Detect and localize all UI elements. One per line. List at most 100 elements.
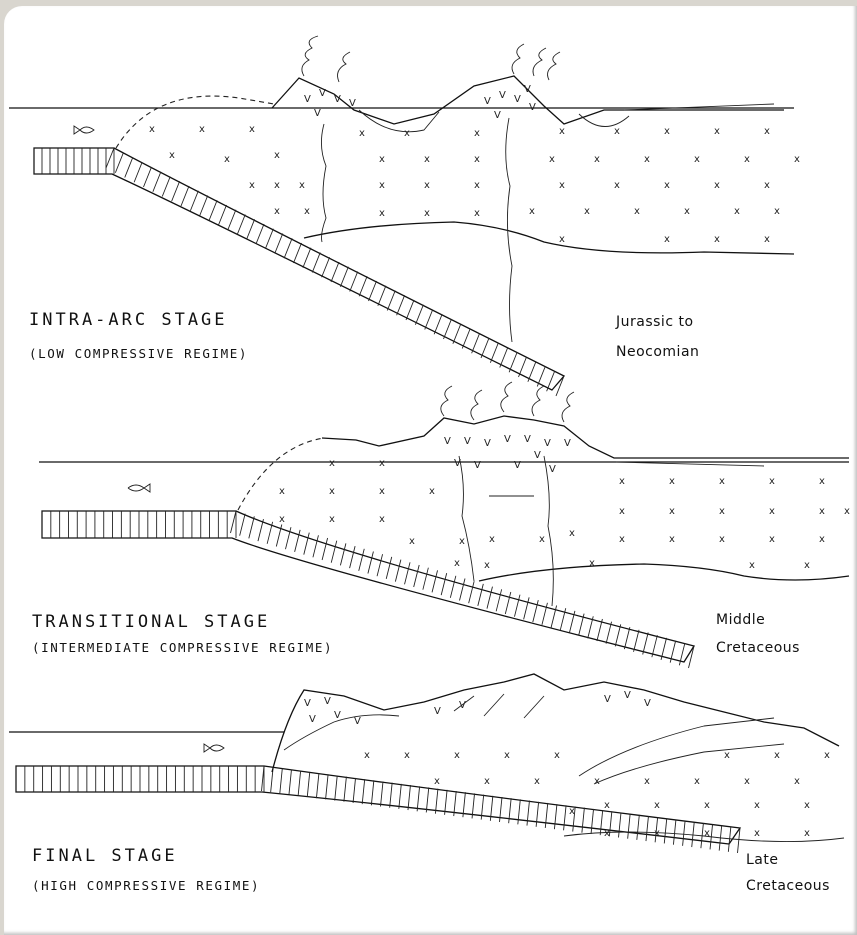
volcanic-v-mark: V: [624, 690, 631, 701]
slab-hatch-line: [362, 779, 365, 804]
crust-x-mark: x: [614, 180, 620, 191]
volcanic-v-mark: V: [514, 460, 521, 471]
slab-hatch-line: [359, 549, 365, 571]
slab-hatch-line: [545, 803, 548, 828]
slab-hatch-line: [462, 329, 470, 349]
crust-x-mark: x: [794, 776, 800, 787]
slab-hatch-line: [294, 243, 302, 263]
slab-hatch-line: [335, 776, 338, 801]
crust-x-mark: x: [304, 206, 310, 217]
slab-hatch-line: [284, 238, 292, 258]
slab-hatch-line: [646, 816, 649, 841]
crust-x-mark: x: [424, 154, 430, 165]
slab-hatch-line: [190, 191, 198, 211]
crust-x-mark: x: [684, 206, 690, 217]
crust-x-mark: x: [224, 154, 230, 165]
arc-dashed-boundary: [116, 96, 274, 148]
slab-hatch-line: [519, 357, 527, 377]
thrust-fault: [284, 715, 399, 750]
crust-x-mark: x: [569, 806, 575, 817]
crust-x-mark: x: [559, 234, 565, 245]
crust-x-mark: x: [249, 180, 255, 191]
slab-hatch-line: [397, 295, 405, 315]
crust-x-mark: x: [474, 128, 480, 139]
slab-hatch-line: [313, 535, 319, 557]
crust-x-mark: x: [719, 534, 725, 545]
slab-hatch-line: [344, 777, 347, 802]
slab-hatch-line: [673, 820, 676, 845]
slab-hatch-line: [395, 560, 401, 582]
slab-hatch-line: [312, 253, 320, 273]
crust-x-mark: x: [769, 534, 775, 545]
slab-hatch-line: [258, 519, 264, 541]
crust-x-mark: x: [559, 180, 565, 191]
slab-hatch-line: [331, 262, 339, 282]
slab-hatch-line: [414, 565, 420, 587]
slab-hatch-line: [340, 543, 346, 565]
crust-x-mark: x: [794, 154, 800, 165]
panel-3-age-line-2: Cretaceous: [746, 878, 830, 894]
panel-2-title: TRANSITIONAL STAGE: [32, 612, 270, 632]
slab-hatch-line: [514, 595, 520, 617]
slab-hatch-line: [390, 783, 393, 808]
crust-x-mark: x: [329, 486, 335, 497]
crust-x-mark: x: [744, 776, 750, 787]
slab-hatch-line: [386, 557, 392, 579]
crust-x-mark: x: [589, 558, 595, 569]
volcanic-plume-icon: [548, 52, 560, 80]
arc-topography: [322, 416, 849, 458]
crust-x-mark: x: [569, 528, 575, 539]
crust-x-mark: x: [149, 124, 155, 135]
slab-hatch-line: [209, 200, 217, 220]
volcanic-v-mark: V: [484, 438, 491, 449]
volcanic-plume-icon: [562, 392, 574, 422]
volcanic-plume-icon: [302, 36, 318, 76]
crust-x-pattern: xxxxxxxxxxxxxxxxxxxxxxxxxxxxxxxxxxx: [279, 458, 850, 571]
volcanic-v-mark: V: [494, 110, 501, 121]
slab-hatch-line: [408, 785, 411, 810]
volcanic-v-mark: V: [444, 436, 451, 447]
crust-x-mark: x: [274, 150, 280, 161]
slab-hatch-line: [600, 810, 603, 835]
slab-hatch-line: [527, 801, 530, 826]
slab-hatch-line: [556, 376, 564, 396]
crust-x-mark: x: [434, 776, 440, 787]
slab-hatch-line: [378, 286, 386, 306]
slab-hatch-line: [353, 778, 356, 803]
slab-hatch-line: [377, 554, 383, 576]
crust-x-mark: x: [594, 776, 600, 787]
slab-hatch-line: [417, 786, 420, 811]
crust-x-mark: x: [694, 776, 700, 787]
volcanic-v-mark: V: [464, 436, 471, 447]
slab-hatch-line: [606, 622, 612, 644]
volcanic-v-pattern: VVVVVVVVVV: [304, 690, 651, 727]
slab-hatch-line: [200, 196, 208, 216]
slab-hatch-line: [219, 205, 227, 225]
crust-x-mark: x: [804, 828, 810, 839]
crust-x-mark: x: [279, 486, 285, 497]
volcanic-v-mark: V: [454, 458, 461, 469]
crust-x-mark: x: [529, 206, 535, 217]
crust-x-mark: x: [274, 206, 280, 217]
crust-x-mark: x: [764, 126, 770, 137]
crust-x-mark: x: [359, 128, 365, 139]
crust-x-mark: x: [549, 154, 555, 165]
slab-hatch-line: [472, 333, 480, 353]
crust-x-mark: x: [844, 506, 850, 517]
slab-hatch-line: [249, 516, 255, 538]
slab-hatch-line: [500, 348, 508, 368]
slab-hatch-line: [307, 772, 310, 797]
crust-x-mark: x: [554, 750, 560, 761]
crust-x-mark: x: [654, 828, 660, 839]
slab-hatch-line: [350, 546, 356, 568]
crust-x-mark: x: [364, 750, 370, 761]
volcanic-v-mark: V: [334, 710, 341, 721]
figure-paper: xxxxxxxxxxxxxxxxxxxxxxxxxxxxxxxxxxxxxxxx…: [4, 6, 857, 935]
crust-x-mark: x: [804, 800, 810, 811]
slab-hatch-line: [359, 276, 367, 296]
slab-hatch-line: [619, 813, 622, 838]
volcanic-v-mark: V: [349, 98, 356, 109]
